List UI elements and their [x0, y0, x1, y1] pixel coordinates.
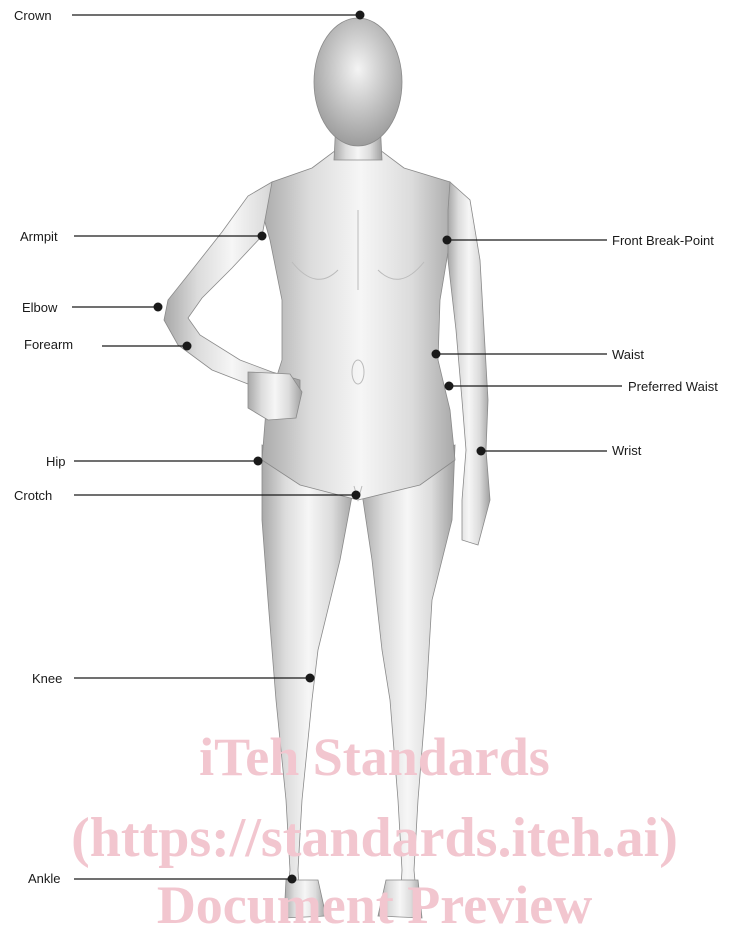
label-wrist: Wrist — [612, 444, 641, 457]
front-break-point-dot — [443, 236, 452, 245]
hanging-arm — [448, 182, 490, 545]
head — [314, 18, 402, 146]
label-preferred-waist: Preferred Waist — [628, 380, 718, 393]
waist-dot — [432, 350, 441, 359]
knee-dot — [306, 674, 315, 683]
label-waist: Waist — [612, 348, 644, 361]
wrist-dot — [477, 447, 486, 456]
watermark-line-2: (https://standards.iteh.ai) — [0, 810, 749, 866]
label-front-break-point: Front Break-Point — [612, 234, 714, 247]
label-crotch: Crotch — [14, 489, 52, 502]
label-armpit: Armpit — [20, 230, 58, 243]
forearm-dot — [183, 342, 192, 351]
crotch-dot — [352, 491, 361, 500]
preferred-waist-dot — [445, 382, 454, 391]
hip-dot — [254, 457, 263, 466]
armpit-dot — [258, 232, 267, 241]
watermark-line-3: Document Preview — [0, 878, 749, 926]
fist — [248, 372, 302, 420]
label-crown: Crown — [14, 9, 52, 22]
torso — [260, 150, 462, 500]
label-hip: Hip — [46, 455, 66, 468]
elbow-dot — [154, 303, 163, 312]
label-ankle: Ankle — [28, 872, 61, 885]
watermark-line-1: iTeh Standards — [0, 730, 749, 784]
label-elbow: Elbow — [22, 301, 57, 314]
label-knee: Knee — [32, 672, 62, 685]
label-forearm: Forearm — [24, 338, 73, 351]
crown-dot — [356, 11, 365, 20]
